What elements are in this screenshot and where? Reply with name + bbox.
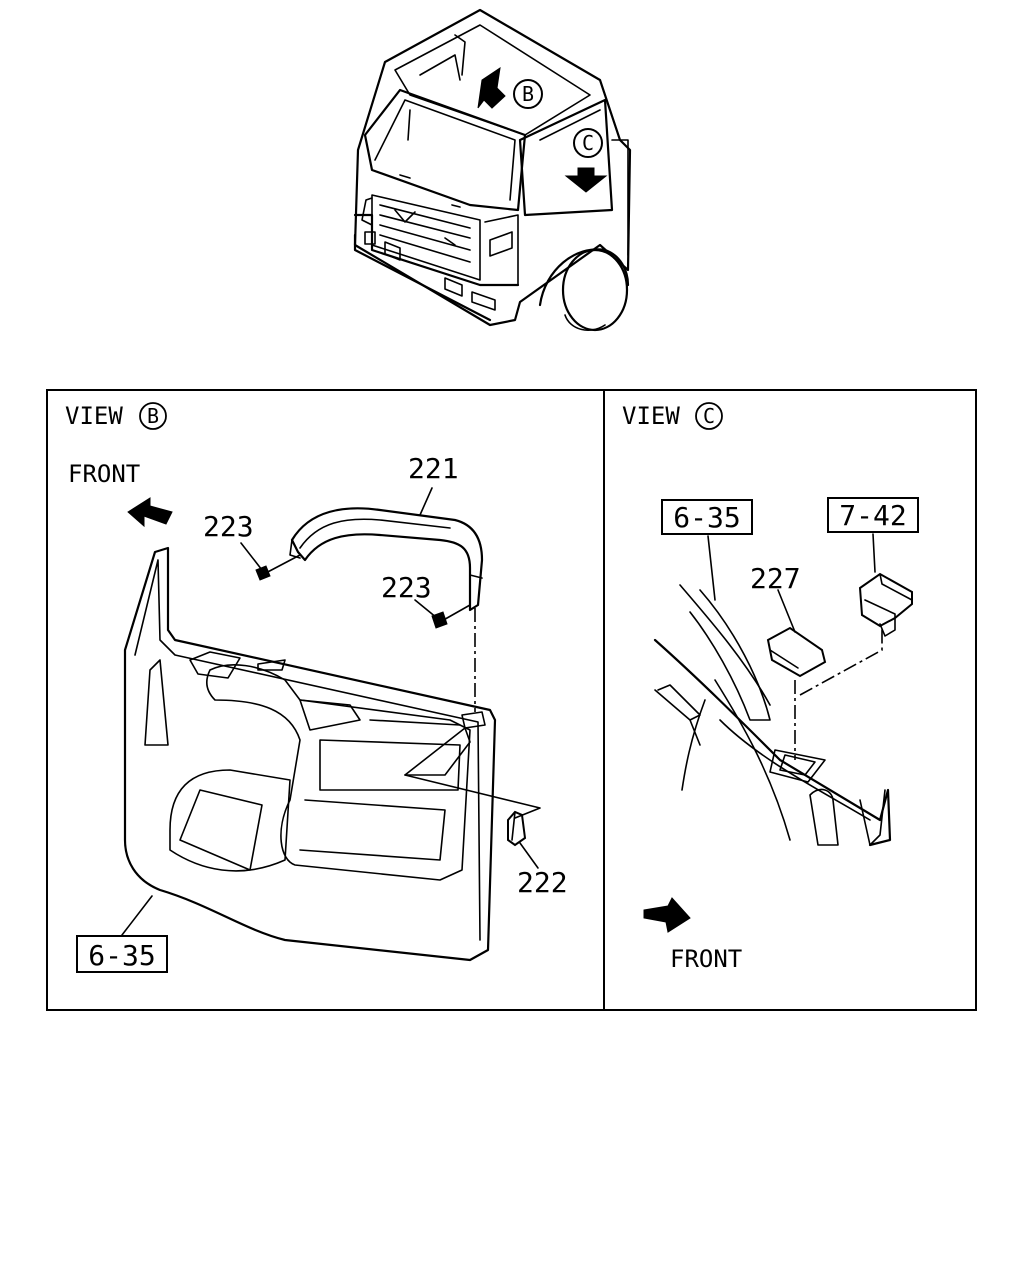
- marker-b-circle: [513, 79, 543, 109]
- marker-b-label: B: [522, 82, 534, 106]
- view-c-marker: C: [703, 404, 715, 428]
- view-b-marker-circle: [139, 402, 167, 430]
- part-221-label: 221: [408, 452, 459, 485]
- view-b-title: VIEW: [65, 402, 123, 430]
- view-b-ref-box: [76, 935, 168, 973]
- view-b-panel: VIEW B FRONT: [65, 402, 568, 973]
- view-c-ref-box-a: [661, 499, 753, 535]
- view-b-front-label: FRONT: [68, 460, 140, 488]
- front-arrow-icon-c: [643, 897, 691, 933]
- view-c-front-label: FRONT: [670, 945, 742, 973]
- detail-panels-frame: [46, 389, 977, 1011]
- front-arrow-icon: [127, 497, 173, 528]
- part-227-label: 227: [750, 562, 801, 595]
- view-c-panel: VIEW C 6-35 7-42 227: [622, 402, 919, 973]
- part-227-shape: [766, 626, 827, 678]
- view-c-title: VIEW: [622, 402, 680, 430]
- view-b-ref-label: 6-35: [88, 939, 155, 972]
- marker-c-label: C: [582, 131, 594, 155]
- part-222-label: 222: [517, 866, 568, 899]
- truck-cab-overview: B C: [353, 8, 632, 332]
- switch-block-shape: [858, 572, 913, 628]
- part-223-label-b: 223: [381, 571, 432, 604]
- marker-c-circle: [573, 128, 603, 158]
- view-c-ref-label-a: 6-35: [673, 501, 740, 534]
- view-b-marker: B: [147, 404, 159, 428]
- part-223-label-a: 223: [203, 510, 254, 543]
- view-c-ref-label-b: 7-42: [839, 499, 906, 532]
- view-c-ref-box-b: [827, 497, 919, 533]
- view-c-marker-circle: [695, 402, 723, 430]
